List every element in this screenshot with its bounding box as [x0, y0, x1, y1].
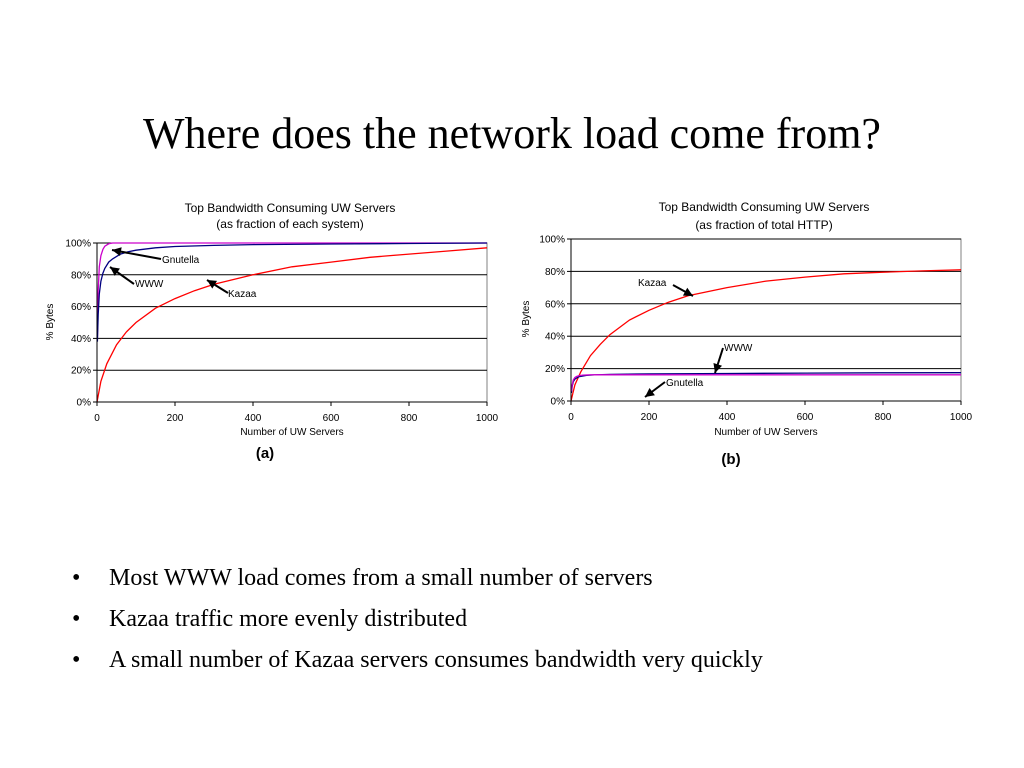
arrow-head-icon: [110, 267, 120, 276]
x-tick-label: 400: [719, 412, 736, 423]
chart-b-subtitle: (as fraction of total HTTP): [695, 218, 832, 232]
arrow-head-icon: [682, 287, 693, 296]
chart-a-title: Top Bandwidth Consuming UW Servers: [185, 201, 396, 215]
y-tick-label: 40%: [545, 332, 565, 343]
bullet-glyph: •: [72, 565, 81, 591]
series-line-gnutella: [570, 374, 961, 392]
chart-a-subtitle: (as fraction of each system): [216, 217, 363, 231]
y-tick-label: 100%: [65, 239, 91, 250]
annotation-label-kazaa: Kazaa: [228, 289, 257, 300]
y-tick-label: 20%: [71, 366, 91, 377]
x-tick-label: 800: [401, 413, 418, 424]
chart-a-xlabel: Number of UW Servers: [240, 427, 343, 438]
annotation-label-www: WWW: [135, 279, 164, 290]
chart-b-caption: (b): [721, 451, 740, 468]
x-tick-label: 0: [94, 413, 100, 424]
chart-b: Top Bandwidth Consuming UW Servers (as f…: [521, 200, 973, 468]
y-tick-label: 60%: [545, 299, 565, 310]
y-tick-label: 100%: [539, 235, 565, 246]
y-tick-label: 0%: [551, 397, 566, 408]
x-tick-label: 400: [245, 413, 262, 424]
x-tick-label: 0: [568, 412, 574, 423]
x-tick-label: 1000: [476, 413, 499, 424]
arrow-head-icon: [207, 280, 218, 289]
bullet-item: • Most WWW load comes from a small number…: [72, 562, 1002, 603]
series-line-www: [570, 372, 962, 393]
y-tick-label: 0%: [77, 398, 92, 409]
chart-a-caption: (a): [256, 445, 274, 462]
annotation-label-gnutella: Gnutella: [666, 378, 704, 389]
x-tick-label: 1000: [950, 412, 973, 423]
y-tick-label: 40%: [71, 334, 91, 345]
arrow-head-icon: [645, 388, 655, 397]
bullet-text: A small number of Kazaa servers consumes…: [109, 647, 763, 673]
bullet-list: • Most WWW load comes from a small number…: [72, 562, 1002, 685]
x-tick-label: 800: [875, 412, 892, 423]
chart-b-ylabel: % Bytes: [521, 301, 532, 338]
bullet-item: • Kazaa traffic more evenly distributed: [72, 603, 1002, 644]
series-line-kazaa: [96, 247, 488, 403]
arrow-head-icon: [713, 363, 723, 373]
series-line-gnutella: [96, 242, 487, 339]
y-tick-label: 60%: [71, 302, 91, 313]
series-line-kazaa: [570, 269, 962, 402]
annotation-label-kazaa: Kazaa: [638, 278, 667, 289]
chart-a: Top Bandwidth Consuming UW Servers (as f…: [45, 201, 499, 462]
x-tick-label: 600: [323, 413, 340, 424]
x-tick-label: 200: [641, 412, 658, 423]
bullet-glyph: •: [72, 606, 81, 632]
bullet-text: Most WWW load comes from a small number …: [109, 565, 653, 591]
y-tick-label: 80%: [71, 270, 91, 281]
chart-b-xlabel: Number of UW Servers: [714, 427, 817, 438]
bullet-item: • A small number of Kazaa servers consume…: [72, 644, 1002, 685]
y-tick-label: 20%: [545, 364, 565, 375]
annotation-label-www: WWW: [724, 343, 753, 354]
x-tick-label: 200: [167, 413, 184, 424]
slide-title: Where does the network load come from?: [143, 109, 881, 158]
bullet-glyph: •: [72, 647, 81, 673]
bullet-text: Kazaa traffic more evenly distributed: [109, 606, 468, 632]
y-tick-label: 80%: [545, 267, 565, 278]
x-tick-label: 600: [797, 412, 814, 423]
arrow-head-icon: [112, 247, 122, 257]
chart-a-ylabel: % Bytes: [45, 304, 56, 341]
annotation-label-gnutella: Gnutella: [162, 255, 200, 266]
chart-b-title: Top Bandwidth Consuming UW Servers: [659, 200, 870, 214]
